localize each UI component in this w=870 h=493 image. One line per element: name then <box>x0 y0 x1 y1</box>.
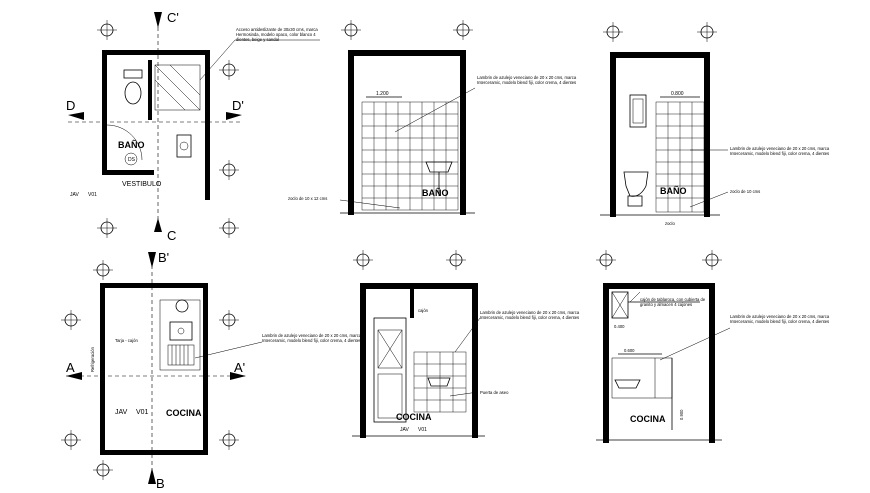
hall-label: VESTIBULO <box>122 181 162 188</box>
door-code: V01 <box>88 192 97 198</box>
window-code: JAV <box>115 409 128 416</box>
floor-label: zoclo <box>665 221 675 226</box>
grid-bubble-icon <box>219 160 239 180</box>
grid-bubble-icon <box>219 218 239 238</box>
kitchen-elevation-1: cajón COCINA JAV V01 Lambrin de azulejo … <box>352 250 580 438</box>
grid-bubble-icon <box>353 250 373 270</box>
base-note: Puerta de aseo <box>480 390 509 395</box>
grid-bubble-icon <box>341 20 361 40</box>
grid-bubble-icon <box>219 310 239 330</box>
window-code: JAV <box>70 192 79 198</box>
grid-bubble-icon <box>61 430 81 450</box>
dimension-label: 0.800 <box>671 91 684 97</box>
dimension-label: 0.900 <box>679 409 684 420</box>
room-label-bano: BAÑO <box>422 188 449 198</box>
tile-grid <box>361 101 459 211</box>
kitchen-elevation-2: 0.400 0.600 0.900 COCINA cajón de tablar… <box>596 250 830 443</box>
cut-marker-d-prime: D' <box>232 98 244 113</box>
cut-marker-b-prime: B' <box>158 250 169 265</box>
grid-bubble-icon <box>603 22 623 42</box>
base-note: zoclo de 10 cms <box>730 189 760 194</box>
cut-marker-d: D <box>66 98 75 113</box>
cut-marker-c: C <box>167 228 176 243</box>
room-label-cocina: COCINA <box>396 412 432 422</box>
grid-bubble-icon <box>93 460 113 480</box>
tile-note: Lambrin de azulejo veneciano de 20 x 20 … <box>730 146 830 156</box>
grid-bubble-icon <box>596 250 616 270</box>
grid-bubble-icon <box>446 250 466 270</box>
grid-bubble-icon <box>93 260 113 280</box>
bathroom-elevation-1: 1.200 BAÑO Lambrin de azulejo veneciano … <box>288 20 577 215</box>
tile-note: Lambrin de azulejo veneciano de 20 x 20 … <box>480 310 580 320</box>
bathroom-plan-note: Acceso antideslizante de 30x30 cms, marc… <box>236 27 318 42</box>
dimension-label: 0.600 <box>624 348 635 353</box>
room-label-cocina: COCINA <box>630 414 666 424</box>
dimension-label: 1.200 <box>376 91 389 97</box>
cut-marker-b: B <box>156 476 165 491</box>
cut-marker-c-prime: C' <box>167 10 179 25</box>
bathroom-elevation-2: 0.800 BAÑO zoclo Lambrin de azulejo vene… <box>600 22 830 226</box>
fixture-tag: DS <box>128 157 136 163</box>
side-label: Refrigeración <box>90 346 95 372</box>
grid-bubble-icon <box>219 60 239 80</box>
kitchen-plan: Tarja - cajón Refrigeración COCINA JAV V… <box>61 250 362 491</box>
shelf-label: cajón <box>418 308 429 313</box>
bathroom-plan: DS BAÑO VESTIBULO JAV V01 C' C D D' Acce… <box>66 10 320 243</box>
grid-bubble-icon <box>453 20 473 40</box>
sink-label: Tarja - cajón <box>115 338 138 343</box>
grid-bubble-icon <box>97 20 117 40</box>
door-code: V01 <box>418 427 427 433</box>
shelf-note: cajón de tablaroca, con cubierta de gran… <box>640 297 706 307</box>
tile-note: Lambrin de azulejo veneciano de 20 x 20 … <box>730 314 830 324</box>
grid-bubble-icon <box>702 250 722 270</box>
room-label-bano: BAÑO <box>118 140 145 150</box>
kitchen-plan-note: Lambrin de azulejo veneciano de 20 x 20 … <box>262 333 362 343</box>
tile-grid <box>655 101 705 213</box>
grid-bubble-icon <box>97 218 117 238</box>
grid-bubble-icon <box>219 430 239 450</box>
room-label-bano: BAÑO <box>660 186 687 196</box>
grid-bubble-icon <box>697 22 717 42</box>
door-code: V01 <box>136 409 149 416</box>
cut-marker-a-prime: A' <box>234 360 245 375</box>
room-label-cocina: COCINA <box>166 408 202 418</box>
dimension-label: 0.400 <box>614 324 625 329</box>
tile-note: Lambrin de azulejo veneciano de 20 x 20 … <box>477 75 577 85</box>
window-code: JAV <box>400 427 409 433</box>
cut-marker-a: A <box>66 360 75 375</box>
base-note: zoclo de 10 x 12 cms <box>288 196 327 201</box>
grid-bubble-icon <box>61 310 81 330</box>
